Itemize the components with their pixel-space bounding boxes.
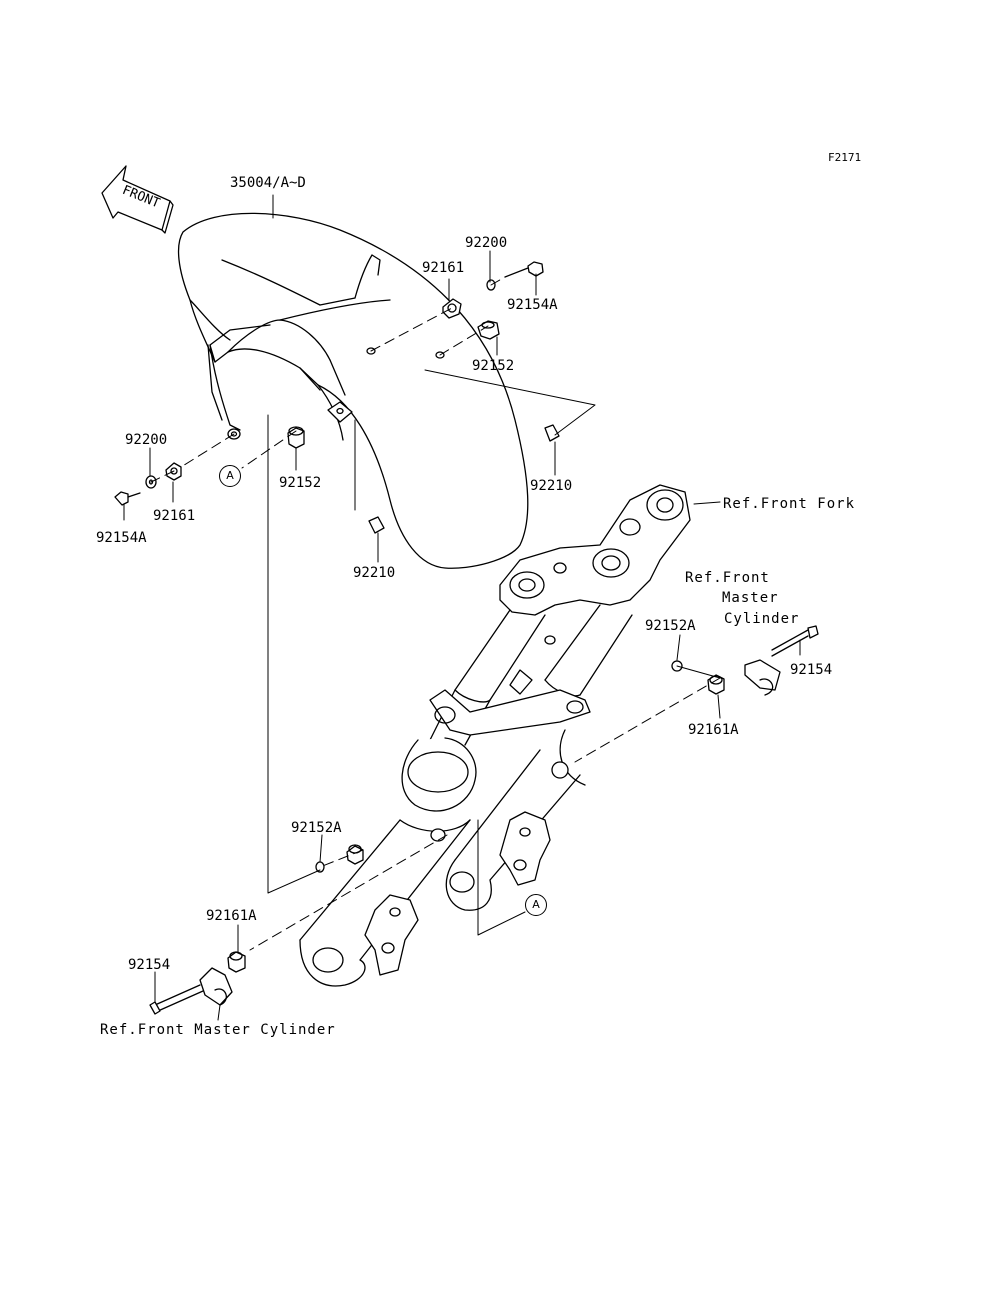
part-label-92152-mid: 92152 [279,475,322,491]
part-label-92152a-right: 92152A [645,618,696,634]
front-fender [179,213,528,568]
front-fork [300,485,690,986]
part-label-fender: 35004/A~D [230,175,306,191]
part-label-92161a-right: 92161A [688,722,739,738]
assembly-lines [151,277,720,950]
hardware-right [672,626,818,695]
hardware-top [443,262,559,441]
part-label-92200-left: 92200 [125,432,168,448]
callout-a-bottom: A [525,894,547,916]
part-label-92210-bottom: 92210 [353,565,396,581]
hardware-lower-left [150,845,363,1014]
ref-front-fork: Ref.Front Fork [723,496,856,512]
reference-lines [124,195,800,1020]
front-arrow-icon: FRONT [102,166,173,233]
ref-master-cylinder-right-line1: Ref.Front [685,570,770,586]
part-label-92161-left: 92161 [153,508,196,524]
ref-master-cylinder-left: Ref.Front Master Cylinder [100,1022,336,1038]
figure-code: F2171 [828,151,862,164]
part-label-92161-top: 92161 [422,260,465,276]
part-label-92152a-left: 92152A [291,820,342,836]
part-label-92154-left: 92154 [128,957,171,973]
part-label-92200-top: 92200 [465,235,508,251]
ref-master-cylinder-right-line2: Master [722,590,779,606]
hardware-left [115,427,384,533]
part-label-92154-right: 92154 [790,662,833,678]
callout-a-top: A [219,465,241,487]
part-label-92161a-left: 92161A [206,908,257,924]
part-label-92154a-left: 92154A [96,530,147,546]
part-label-92154a-top: 92154A [507,297,558,313]
part-label-92210-right: 92210 [530,478,573,494]
ref-master-cylinder-right-line3: Cylinder [724,611,800,627]
part-label-92152-top: 92152 [472,358,515,374]
